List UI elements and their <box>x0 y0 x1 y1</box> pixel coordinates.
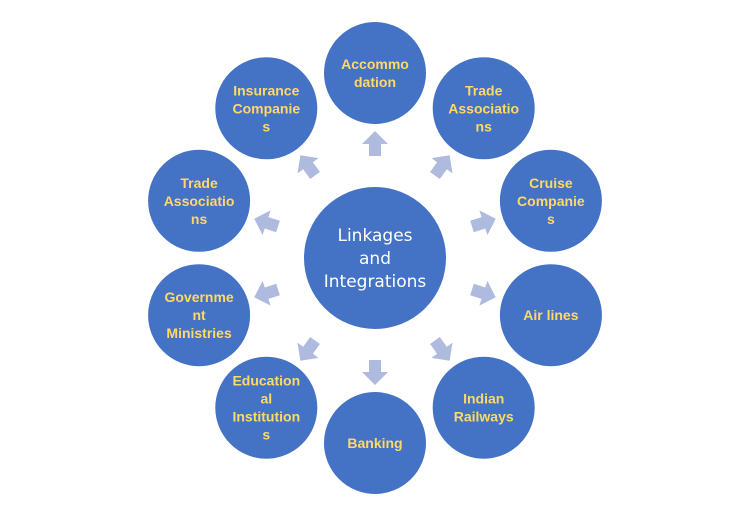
node-label-line: Associatio <box>164 193 235 209</box>
node-label-line: Banking <box>347 435 402 451</box>
arrow-air-lines <box>470 280 496 306</box>
node-label-line: Railways <box>454 409 514 425</box>
node-circle <box>213 55 320 162</box>
arrow-banking <box>362 360 388 385</box>
node-label-line: Indian <box>463 391 504 407</box>
node-label-line: Education <box>232 373 300 389</box>
arrow-cruise-companies <box>470 210 496 236</box>
node-label-line: s <box>262 118 270 134</box>
node-label-line: ns <box>191 211 208 227</box>
node-accommodation: Accommo dation <box>322 20 428 126</box>
node-circle <box>213 354 320 461</box>
node-label-line: Trade <box>180 175 218 191</box>
arrow-indian-railways <box>430 336 453 361</box>
node-label-line: dation <box>354 74 396 90</box>
node-label-line: Associatio <box>448 100 519 116</box>
center-label-line: Linkages <box>337 226 412 246</box>
node-circle <box>497 147 604 254</box>
node-label-line: Trade <box>465 82 503 98</box>
node-label: Accommo dation <box>341 56 409 90</box>
arrow-trade-associations-right <box>430 155 453 180</box>
arrow-insurance-companies <box>297 155 320 180</box>
center-circle <box>302 185 448 331</box>
node-circle <box>322 390 428 496</box>
node-label-line: Insurance <box>233 82 299 98</box>
node-circle <box>146 262 253 369</box>
node-label-line: Air lines <box>523 307 578 323</box>
node-label: Banking <box>347 435 402 451</box>
center-label-line: and <box>359 249 391 269</box>
arrow-educational-institutions <box>297 336 320 361</box>
arrow-accommodation <box>362 131 388 156</box>
node-label-line: Accommo <box>341 56 409 72</box>
node-circle <box>146 147 253 254</box>
center-label-line: Integrations <box>324 272 427 292</box>
node-label-line: Companie <box>232 100 300 116</box>
node-label-line: s <box>547 211 555 227</box>
node-label-line: Cruise <box>529 175 573 191</box>
node-circle <box>430 55 537 162</box>
node-label-line: nt <box>192 307 206 323</box>
node-label: Air lines <box>523 307 578 323</box>
node-label-line: Ministries <box>166 325 232 341</box>
node-banking: Banking <box>322 390 428 496</box>
node-circle <box>497 262 604 369</box>
node-label-line: s <box>262 427 270 443</box>
arrow-trade-associations-left <box>254 210 280 236</box>
arrow-government-ministries <box>254 280 280 306</box>
arrows-layer <box>254 131 496 385</box>
node-label-line: Companie <box>517 193 585 209</box>
node-label-line: al <box>260 391 272 407</box>
node-circle <box>430 354 537 461</box>
node-label-line: Institution <box>232 409 300 425</box>
node-label-line: ns <box>476 118 493 134</box>
node-circle <box>322 20 428 126</box>
node-label-line: Governme <box>164 289 233 305</box>
node-air-lines: Air lines <box>497 262 604 369</box>
